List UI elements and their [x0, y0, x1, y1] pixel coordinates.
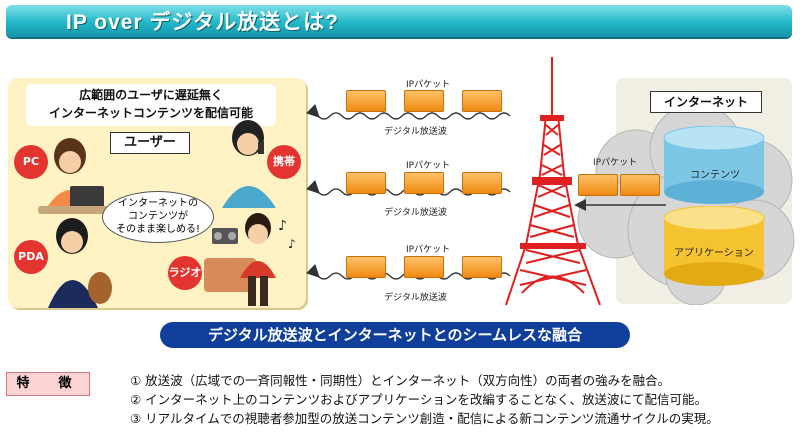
pda-user-figure: [48, 218, 112, 308]
bubble-line-1: インターネットの: [118, 198, 198, 209]
user-illustrations: ♪ ♪: [38, 120, 296, 308]
feature-item: ② インターネット上のコンテンツおよびアプリケーションを改編することなく、放送波…: [130, 392, 708, 407]
radio-badge: ラジオ: [168, 256, 202, 290]
mobile-badge: 携帯: [267, 145, 301, 179]
page-title: IP over デジタル放送とは?: [66, 11, 339, 34]
packet: [346, 90, 386, 112]
packet: [462, 90, 502, 112]
packet: [462, 256, 502, 278]
internet-packet-label: IPパケット: [593, 158, 638, 168]
feature-item: ③ リアルタイムでの視聴者参加型の放送コンテンツ創造・配信による新コンテンツ流通…: [130, 411, 719, 426]
user-callout: 広範囲のユーザに遅延無く インターネットコンテンツを配信可能: [26, 84, 276, 126]
internet-arrow: [574, 199, 666, 211]
application-database: [663, 206, 765, 286]
wave-label-1: デジタル放送波: [384, 127, 447, 137]
wave-label-3: デジタル放送波: [384, 293, 447, 303]
mobile-user-figure: [222, 120, 276, 208]
feature-item: ① 放送波（広域での一斉同報性・同期性）とインターネット（双方向性）の両者の強み…: [130, 373, 671, 388]
radio-user-figure: ♪ ♪: [204, 213, 296, 306]
content-db-label: コンテンツ: [690, 170, 740, 181]
packet: [404, 256, 444, 278]
packet-label-2: IPパケット: [406, 161, 451, 171]
packet: [620, 174, 660, 196]
content-database: [663, 126, 765, 204]
wave-1: [306, 104, 511, 120]
packet: [346, 172, 386, 194]
features-label: 特 徴: [6, 372, 90, 396]
fusion-banner: デジタル放送波とインターネットとのシームレスな融合: [160, 322, 630, 348]
bubble-line-3: そのまま楽しめる!: [115, 224, 200, 235]
user-label: ユーザー: [110, 132, 190, 154]
speech-bubble: インターネットの コンテンツが そのまま楽しめる!: [102, 191, 214, 243]
pda-badge: PDA: [14, 240, 48, 274]
callout-line-1: 広範囲のユーザに遅延無く: [79, 88, 223, 102]
packet: [462, 172, 502, 194]
packet-label-1: IPパケット: [406, 80, 451, 90]
packet: [404, 172, 444, 194]
app-db-label: アプリケーション: [674, 248, 754, 259]
wave-label-2: デジタル放送波: [384, 208, 447, 218]
title-bar: [6, 5, 792, 37]
broadcast-tower: [505, 57, 601, 306]
pc-user-figure: [38, 138, 118, 214]
internet-label: インターネット: [650, 91, 762, 113]
packet: [404, 90, 444, 112]
svg-text:♪: ♪: [278, 218, 287, 234]
packet: [578, 174, 618, 196]
callout-line-2: インターネットコンテンツを配信可能: [48, 106, 253, 120]
bubble-line-2: コンテンツが: [128, 211, 188, 222]
packet-label-3: IPパケット: [406, 245, 451, 255]
svg-text:♪: ♪: [288, 237, 296, 251]
packet: [346, 256, 386, 278]
pc-badge: PC: [14, 145, 48, 179]
